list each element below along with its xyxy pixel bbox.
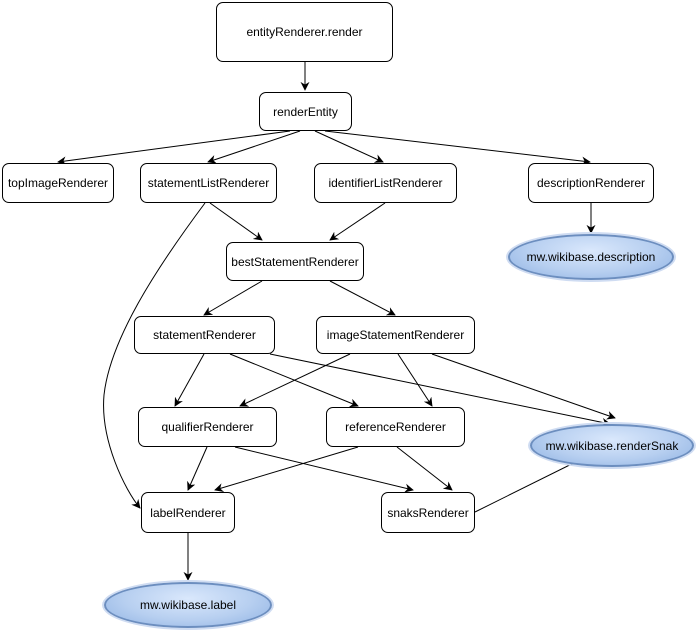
node-descriptionRenderer[interactable]: descriptionRenderer xyxy=(528,163,654,203)
edge-renderEntity-identifierListRenderer xyxy=(314,130,384,163)
edge-bestStatementRenderer-imageStatementRenderer xyxy=(329,280,396,316)
node-topImageRenderer[interactable]: topImageRenderer xyxy=(2,163,114,203)
node-mw-wikibase-label[interactable]: mw.wikibase.label xyxy=(104,582,272,628)
node-label: identifierListRenderer xyxy=(328,176,443,190)
node-label: mw.wikibase.description xyxy=(526,250,656,264)
node-imageStatementRenderer[interactable]: imageStatementRenderer xyxy=(316,316,475,354)
edge-renderEntity-descriptionRenderer xyxy=(324,130,591,166)
edge-statementRenderer-renderSnak xyxy=(269,353,611,427)
node-label: qualifierRenderer xyxy=(161,420,254,434)
node-label: referenceRenderer xyxy=(345,420,446,434)
edge-qualifierRenderer-labelRenderer xyxy=(187,446,208,491)
node-statementRenderer[interactable]: statementRenderer xyxy=(134,316,275,354)
edge-renderEntity-topImageRenderer xyxy=(57,130,291,166)
node-label: bestStatementRenderer xyxy=(231,254,359,269)
edge-renderEntity-statementListRenderer xyxy=(207,130,301,164)
edge-imageStatementRenderer-referenceRenderer xyxy=(397,353,433,407)
node-statementListRenderer[interactable]: statementListRenderer xyxy=(140,163,277,203)
node-label: snaksRenderer xyxy=(387,505,469,520)
node-label: descriptionRenderer xyxy=(536,176,646,190)
edge-imageStatementRenderer-qualifierRenderer xyxy=(239,353,351,407)
node-bestStatementRenderer[interactable]: bestStatementRenderer xyxy=(226,242,364,281)
edge-referenceRenderer-labelRenderer xyxy=(214,446,359,492)
node-label: mw.wikibase.label xyxy=(139,598,237,612)
node-label: statementListRenderer xyxy=(147,176,270,190)
node-label: mw.wikibase.renderSnak xyxy=(545,438,679,453)
node-label: labelRenderer xyxy=(150,505,226,520)
node-identifierListRenderer[interactable]: identifierListRenderer xyxy=(314,163,457,203)
edge-identifierListRenderer-bestStatementRenderer xyxy=(329,202,386,241)
node-label: topImageRenderer xyxy=(7,176,109,190)
node-label: imageStatementRenderer xyxy=(326,328,465,342)
node-entityRenderer-render[interactable]: entityRenderer.render xyxy=(216,2,393,62)
edge-qualifierRenderer-snaksRenderer xyxy=(234,446,414,493)
edge-statementListRenderer-labelRenderer xyxy=(103,202,206,509)
node-labelRenderer[interactable]: labelRenderer xyxy=(141,492,235,533)
node-referenceRenderer[interactable]: referenceRenderer xyxy=(326,407,465,447)
edge-referenceRenderer-snaksRenderer xyxy=(396,446,453,491)
node-label: statementRenderer xyxy=(153,328,256,342)
node-mw-wikibase-renderSnak[interactable]: mw.wikibase.renderSnak xyxy=(530,424,694,467)
node-renderEntity[interactable]: renderEntity xyxy=(259,92,352,131)
node-snaksRenderer[interactable]: snaksRenderer xyxy=(381,492,475,533)
edge-bestStatementRenderer-statementRenderer xyxy=(203,280,263,316)
edge-imageStatementRenderer-renderSnak xyxy=(431,353,616,420)
node-qualifierRenderer[interactable]: qualifierRenderer xyxy=(138,407,277,447)
edge-statementRenderer-qualifierRenderer xyxy=(174,353,205,407)
node-label: renderEntity xyxy=(273,104,338,119)
node-mw-wikibase-description[interactable]: mw.wikibase.description xyxy=(508,234,674,280)
node-label: entityRenderer.render xyxy=(246,25,363,39)
edge-statementListRenderer-bestStatementRenderer xyxy=(209,202,263,241)
